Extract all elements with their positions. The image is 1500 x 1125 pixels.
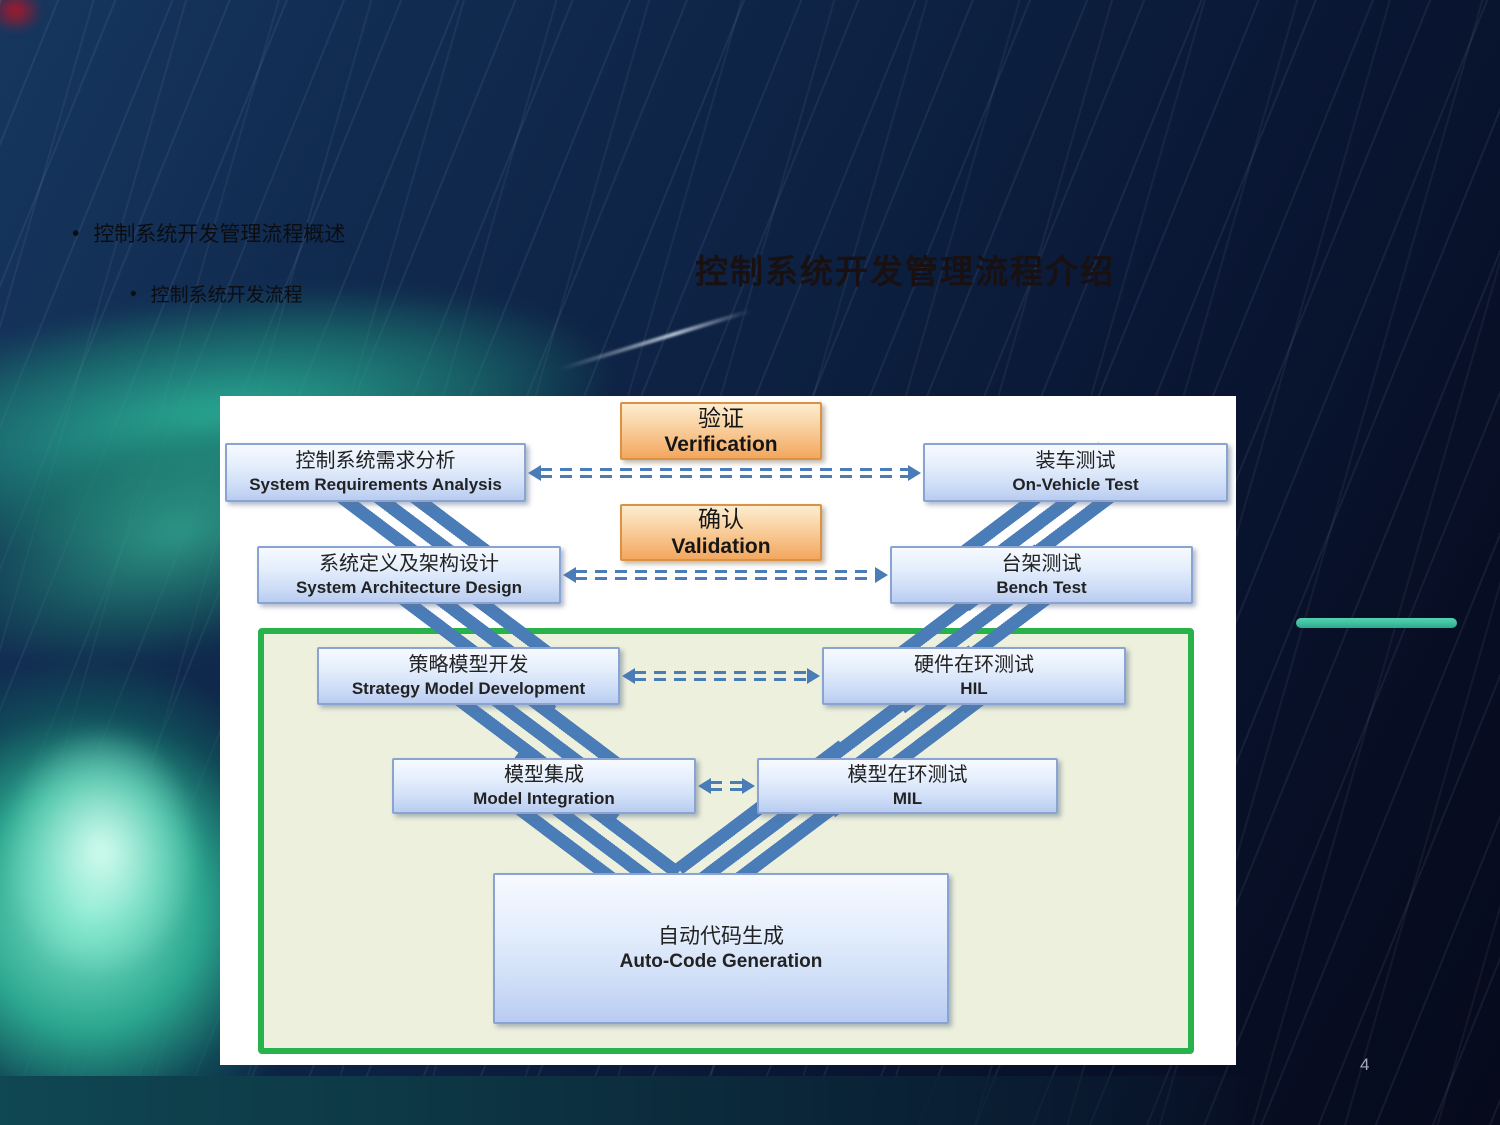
tag-label-en: Verification <box>664 433 778 457</box>
tag-label-zh: 验证 <box>698 404 744 431</box>
background-light-streak <box>558 308 752 372</box>
arrow-verification <box>528 465 921 481</box>
node-model-integration: 模型集成 Model Integration <box>392 758 696 814</box>
arrow-validation <box>563 567 888 583</box>
arrow-integration-mil <box>698 778 755 794</box>
tag-label-zh: 确认 <box>698 506 744 532</box>
node-label-zh: 模型集成 <box>504 763 584 786</box>
node-label-zh: 硬件在环测试 <box>914 653 1034 676</box>
node-label-en: System Architecture Design <box>295 577 523 597</box>
node-label-en: Bench Test <box>996 577 1087 597</box>
node-label-en: On-Vehicle Test <box>1012 475 1139 495</box>
node-label-en: Strategy Model Development <box>351 678 586 698</box>
bullet-marker-icon: • <box>72 222 80 245</box>
node-label-zh: 自动代码生成 <box>658 924 784 948</box>
arrowhead-right-icon <box>908 465 921 481</box>
node-label-zh: 系统定义及架构设计 <box>319 552 499 575</box>
arrowhead-left-icon <box>622 668 635 684</box>
page-title: 控制系统开发管理流程介绍 <box>695 253 1115 290</box>
background-bottom-strip <box>0 1076 1270 1125</box>
node-label-en: HIL <box>960 678 988 698</box>
node-label-zh: 控制系统需求分析 <box>295 450 456 473</box>
dashed-line <box>634 671 808 681</box>
node-label-zh: 台架测试 <box>1001 552 1082 575</box>
node-label-zh: 装车测试 <box>1035 450 1116 473</box>
page-number: 4 <box>1360 1055 1370 1074</box>
bullet-item-process: • 控制系统开发流程 <box>130 280 303 307</box>
node-architecture-design: 系统定义及架构设计 System Architecture Design <box>257 546 561 604</box>
node-mil-test: 模型在环测试 MIL <box>757 758 1058 814</box>
node-label-en: Auto-Code Generation <box>619 950 823 972</box>
teal-bright-highlight <box>0 690 255 1050</box>
tag-verification: 验证 Verification <box>620 402 822 460</box>
node-bench-test: 台架测试 Bench Test <box>890 546 1193 604</box>
bullet-label: 控制系统开发管理流程概述 <box>93 223 346 246</box>
node-label-en: System Requirements Analysis <box>249 475 502 495</box>
node-on-vehicle-test: 装车测试 On-Vehicle Test <box>923 443 1228 502</box>
dashed-line <box>540 468 909 478</box>
accent-line <box>1296 618 1457 628</box>
node-hil-test: 硬件在环测试 HIL <box>822 647 1126 705</box>
arrowhead-left-icon <box>698 778 711 794</box>
arrow-strategy-hil <box>622 668 820 684</box>
arrowhead-right-icon <box>875 567 888 583</box>
node-label-en: MIL <box>892 788 923 808</box>
dashed-line <box>575 570 876 580</box>
arrowhead-right-icon <box>807 668 820 684</box>
tag-validation: 确认 Validation <box>620 504 822 561</box>
bullet-label: 控制系统开发流程 <box>150 285 303 306</box>
node-label-en: Model Integration <box>473 788 615 808</box>
node-auto-code-generation: 自动代码生成 Auto-Code Generation <box>493 873 949 1024</box>
tag-label-en: Validation <box>671 534 771 558</box>
node-requirements-analysis: 控制系统需求分析 System Requirements Analysis <box>225 443 526 502</box>
node-label-zh: 模型在环测试 <box>847 763 968 786</box>
background-red-corner <box>0 0 43 33</box>
node-label-zh: 策略模型开发 <box>408 653 529 676</box>
dashed-line <box>710 781 743 791</box>
bullet-item-overview: • 控制系统开发管理流程概述 <box>72 218 345 248</box>
node-strategy-model: 策略模型开发 Strategy Model Development <box>317 647 620 705</box>
arrowhead-right-icon <box>742 778 755 794</box>
bullet-marker-icon: • <box>130 284 137 305</box>
